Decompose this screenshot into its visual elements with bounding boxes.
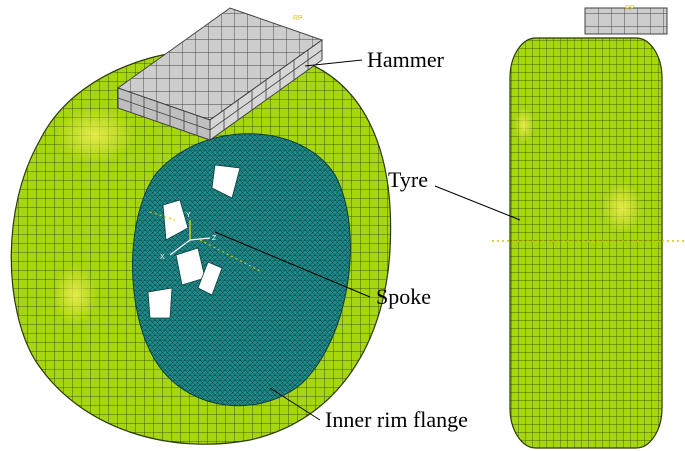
reference-point-right: RP bbox=[625, 5, 635, 12]
hammer-label: Hammer bbox=[367, 47, 445, 72]
spoke-leader bbox=[214, 231, 371, 298]
hammer-block-side: RP bbox=[584, 5, 668, 35]
tyre-side-view: RP bbox=[492, 5, 684, 449]
tyre-label: Tyre bbox=[388, 167, 428, 192]
hammer-leader bbox=[304, 59, 363, 67]
wheel-hub bbox=[147, 164, 241, 319]
spoke-label: Spoke bbox=[376, 284, 431, 309]
tyre-leader bbox=[434, 185, 521, 221]
inner-rim-flange-label: Inner rim flange bbox=[325, 407, 468, 432]
coordinate-triad: Y X Z bbox=[149, 211, 263, 273]
hammer-block: RP bbox=[116, 7, 324, 141]
axis-y-label: Y bbox=[186, 212, 191, 219]
axis-z-label: Z bbox=[212, 235, 217, 242]
rim-inner-surface bbox=[132, 133, 351, 407]
reference-point-left: RP bbox=[293, 15, 303, 22]
inner-rim-flange-leader bbox=[269, 387, 321, 421]
tyre-3d-model: Y X Z bbox=[10, 7, 392, 445]
callouts: Hammer Tyre Spoke Inner rim flange bbox=[214, 47, 521, 432]
axis-x-label: X bbox=[160, 254, 165, 261]
